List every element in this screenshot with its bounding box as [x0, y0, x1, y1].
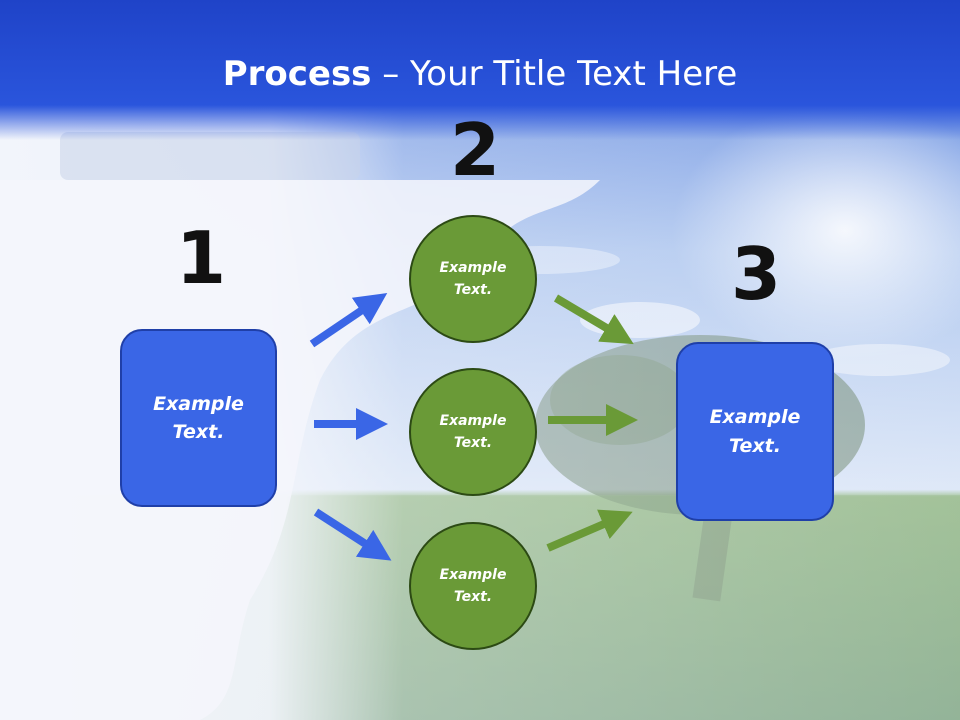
step-2-circle-top-label: Example Text.	[439, 259, 507, 298]
step-1-box: Example Text.	[120, 329, 277, 507]
step-2-circle-middle-label: Example Text.	[439, 412, 507, 451]
step-2-circle-top: Example Text.	[409, 215, 537, 343]
step-number-2: 2	[450, 108, 501, 192]
step-number-1: 1	[176, 216, 227, 300]
step-3-box: Example Text.	[676, 342, 834, 521]
step-3-label: Example Text.	[709, 406, 801, 457]
step-number-3: 3	[731, 232, 782, 316]
arrow-2a-to-3	[553, 294, 634, 345]
step-1-label: Example Text.	[153, 392, 244, 444]
slide-title: Process – Your Title Text Here	[0, 54, 960, 94]
title-rest: – Your Title Text Here	[371, 54, 738, 94]
arrow-1-to-2a	[309, 293, 388, 348]
arrow-2c-to-3	[546, 509, 633, 552]
step-2-circle-middle: Example Text.	[409, 368, 537, 496]
arrow-1-to-2c	[313, 508, 392, 561]
title-bold: Process	[222, 54, 372, 94]
step-2-circle-bottom: Example Text.	[409, 522, 537, 650]
step-2-circle-bottom-label: Example Text.	[439, 566, 507, 605]
